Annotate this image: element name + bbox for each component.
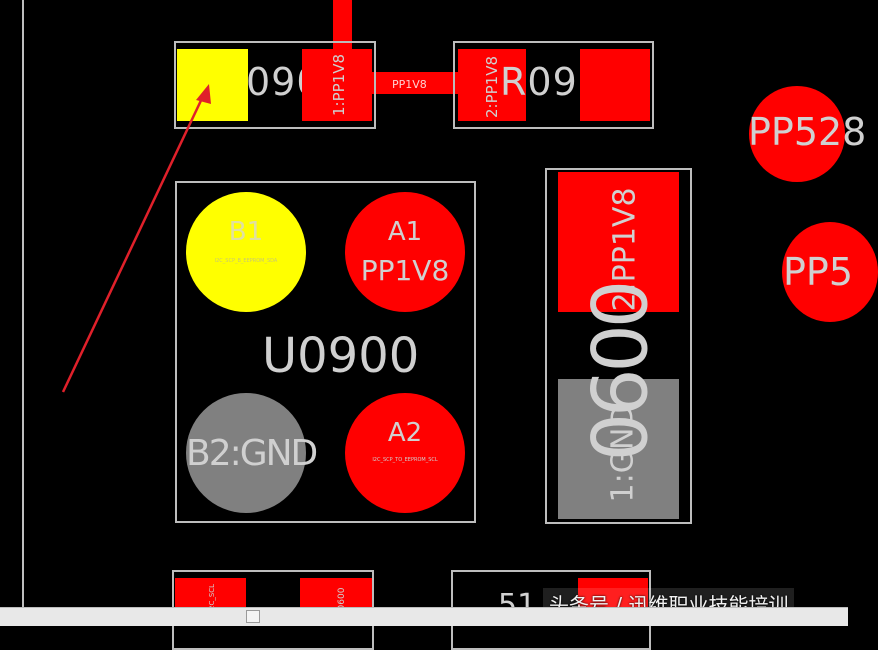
resistor-top-left-pad1-selected[interactable] <box>177 49 248 121</box>
test-point-pp5[interactable] <box>782 222 878 322</box>
pad-a1-name: A1 <box>387 217 423 247</box>
ic-u0900-pad-a1[interactable]: A1 PP1V8 <box>345 192 465 312</box>
board-edge-line <box>22 0 24 610</box>
pad-a2-net: I2C_SCP_TO_EEPROM_SCL <box>372 457 438 463</box>
cap-c0600-pad-bottom[interactable] <box>558 379 679 519</box>
test-point-pp528-label: PP528 <box>748 110 867 154</box>
cap-c0600-outline <box>545 168 692 524</box>
ic-u0900-outline <box>175 181 476 523</box>
pad-b1-name: B1 <box>228 217 264 247</box>
trace-label: PP1V8 <box>392 78 427 91</box>
horizontal-scrollbar[interactable] <box>0 607 848 626</box>
pad-a1-net: PP1V8 <box>360 254 450 287</box>
resistor-top-left-pad2[interactable] <box>302 49 372 121</box>
pad-b1-net: I2C_SCP_B_EEPROM_SDA <box>214 258 278 264</box>
pad-b2-name: B2:GND <box>186 433 318 474</box>
test-point-pp528[interactable] <box>749 86 845 182</box>
ic-u0900-pad-b2-gnd[interactable]: B2:GND <box>186 393 318 513</box>
scrollbar-thumb[interactable] <box>246 610 260 623</box>
trace-horizontal-pp1v8 <box>372 72 458 94</box>
ic-u0900-designator: U0900 <box>262 328 420 384</box>
resistor-top-left-outline <box>174 41 376 129</box>
resistor-top-right-outline <box>453 41 654 129</box>
cap-c0600-pad-top[interactable] <box>558 172 679 312</box>
test-point-pp5-label: PP5 <box>783 250 854 294</box>
trace-vertical-pp1v8 <box>333 0 352 50</box>
ic-u0900-pad-a2[interactable]: A2 I2C_SCP_TO_EEPROM_SCL <box>345 393 465 513</box>
resistor-top-right-pad1[interactable] <box>458 49 526 121</box>
resistor-top-right-pad2[interactable] <box>580 49 650 121</box>
ic-u0900-pad-b1-selected[interactable]: B1 I2C_SCP_B_EEPROM_SDA <box>186 192 306 312</box>
pad-a2-name: A2 <box>387 418 423 448</box>
annotation-arrow <box>61 84 211 393</box>
